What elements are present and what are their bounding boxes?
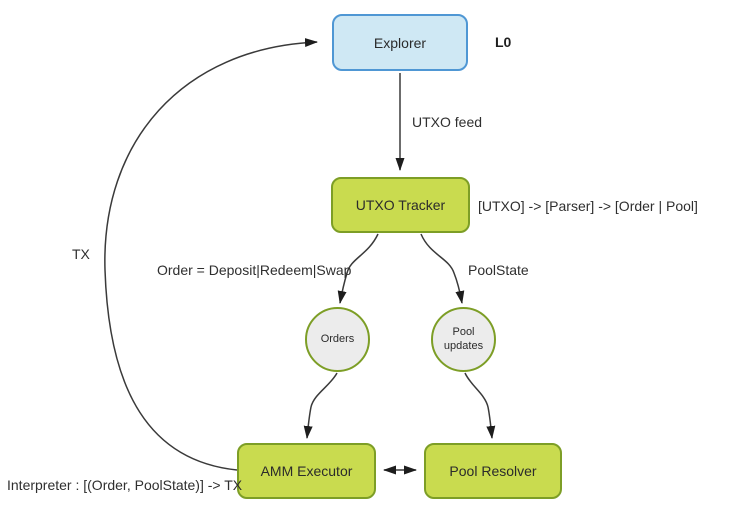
tracker-to-pool-updates-arrow: [420, 233, 465, 304]
pool-resolver-node-label: Pool Resolver: [449, 463, 537, 479]
orders-node-label: Orders: [320, 332, 355, 345]
pool-updates-node: Pool updates: [431, 307, 496, 372]
tx-feedback-curve-arrow: [104, 38, 318, 471]
utxo-tracker-node: UTXO Tracker: [331, 177, 470, 233]
pool-resolver-node: Pool Resolver: [424, 443, 562, 499]
tracker-to-orders-arrow: [337, 233, 379, 304]
interpreter-label: Interpreter : [(Order, PoolState)] -> TX: [7, 477, 243, 493]
l0-label: L0: [495, 34, 512, 50]
utxo-tracker-node-label: UTXO Tracker: [355, 197, 446, 213]
pool-updates-to-resolver-arrow: [464, 372, 496, 439]
amm-executor-node: AMM Executor: [237, 443, 376, 499]
utxo-feed-label: UTXO feed: [412, 114, 483, 130]
parser-pipeline-label: [UTXO] -> [Parser] -> [Order | Pool]: [478, 198, 698, 214]
pool-updates-node-label: Pool updates: [443, 325, 484, 352]
pool-state-label: PoolState: [468, 262, 529, 278]
tx-label: TX: [72, 246, 90, 262]
orders-to-amm-arrow: [303, 372, 338, 439]
explorer-node-label: Explorer: [373, 34, 427, 51]
explorer-node: Explorer: [332, 14, 468, 71]
order-types-label: Order = Deposit|Redeem|Swap: [157, 262, 352, 278]
orders-node: Orders: [305, 307, 370, 372]
amm-executor-node-label: AMM Executor: [260, 463, 353, 479]
